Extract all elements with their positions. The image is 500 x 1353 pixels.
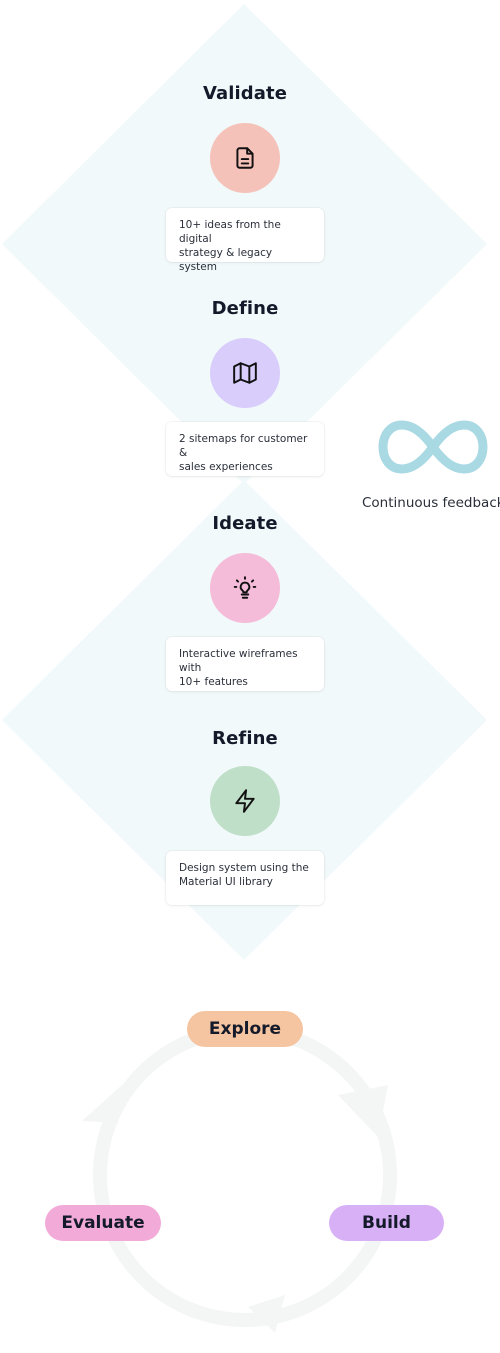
cycle-ring: [82, 1023, 397, 1333]
stage-card-refine: Design system using the Material UI libr…: [166, 851, 324, 905]
stage-circle-refine: [210, 766, 280, 836]
document-icon: [236, 147, 254, 169]
stage-description-line1: 10+ ideas from the digital: [179, 219, 281, 245]
cycle-arrow-bottom: [248, 1295, 285, 1333]
map-icon: [233, 362, 257, 384]
stage-description-line1: Interactive wireframes with: [179, 648, 298, 674]
stage-circle-define: [210, 338, 280, 408]
cycle-arrow-right: [338, 1085, 388, 1137]
stage-description-line2: Material UI library: [179, 876, 273, 888]
stage-title-define: Define: [211, 298, 279, 319]
lightbulb-icon: [233, 576, 257, 599]
stage-title-ideate: Ideate: [212, 513, 278, 534]
stage-title-refine: Refine: [212, 728, 278, 749]
cycle-arrow-left: [82, 1085, 122, 1123]
stage-description-line2: sales experiences: [179, 461, 273, 473]
stage-card-ideate: Interactive wireframes with 10+ features: [166, 637, 324, 691]
stage-circle-validate: [210, 123, 280, 193]
stage-circle-ideate: [210, 553, 280, 623]
evaluate-pill: Evaluate: [45, 1205, 161, 1241]
stage-description-line1: 2 sitemaps for customer &: [179, 433, 308, 459]
stage-description-line2: strategy & legacy system: [179, 247, 273, 273]
stage-card-define: 2 sitemaps for customer & sales experien…: [166, 422, 324, 476]
infinity-icon: [378, 420, 488, 474]
stage-card-validate: 10+ ideas from the digital strategy & le…: [166, 208, 324, 273]
explore-pill: Explore: [187, 1011, 303, 1047]
lightning-icon: [235, 789, 255, 813]
stage-title-validate: Validate: [202, 83, 288, 104]
stage-description-line2: 10+ features: [179, 676, 248, 688]
continuous-feedback-label: Continuous feedback: [362, 495, 500, 511]
build-pill: Build: [329, 1205, 444, 1241]
stage-description-line1: Design system using the: [179, 862, 309, 874]
